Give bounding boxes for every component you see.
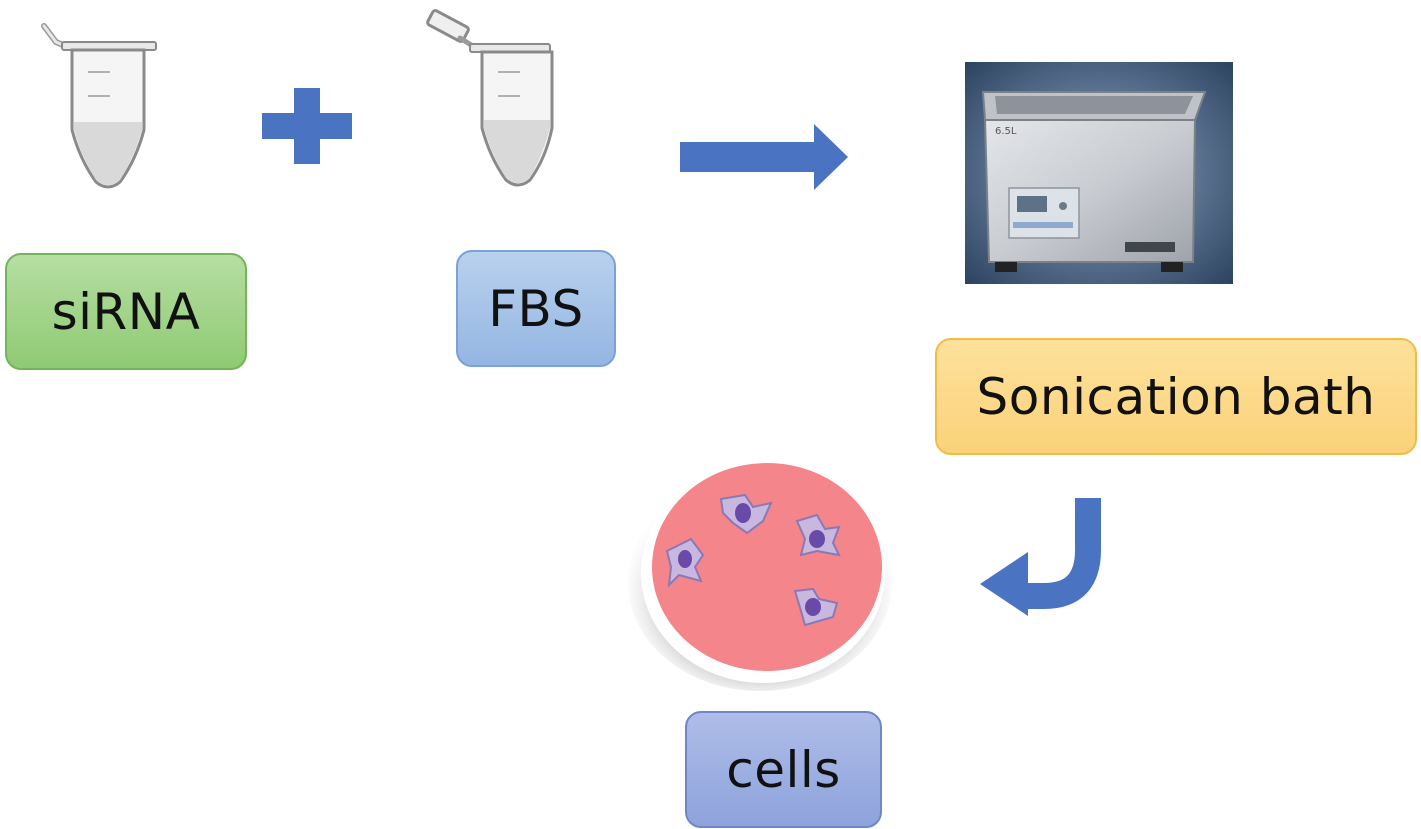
arrow-return-left-icon [980,498,1101,616]
sonication-bath-image: 6.5L [965,62,1233,284]
sonication-bath-label: Sonication bath [935,338,1417,455]
cell-1 [665,537,705,588]
cells-label: cells [685,711,882,828]
sirna-tube-icon [41,23,157,189]
fbs-label: FBS [456,250,616,367]
petri-dish-with-cells-image [628,463,892,691]
svg-text:6.5L: 6.5L [995,126,1017,137]
cell-3 [795,513,841,557]
fbs-tube-icon [426,9,554,187]
cell-4 [793,587,839,627]
arrow-right-icon [680,124,848,190]
cell-2 [719,493,773,535]
sirna-label: siRNA [5,253,247,370]
plus-icon [262,88,352,164]
